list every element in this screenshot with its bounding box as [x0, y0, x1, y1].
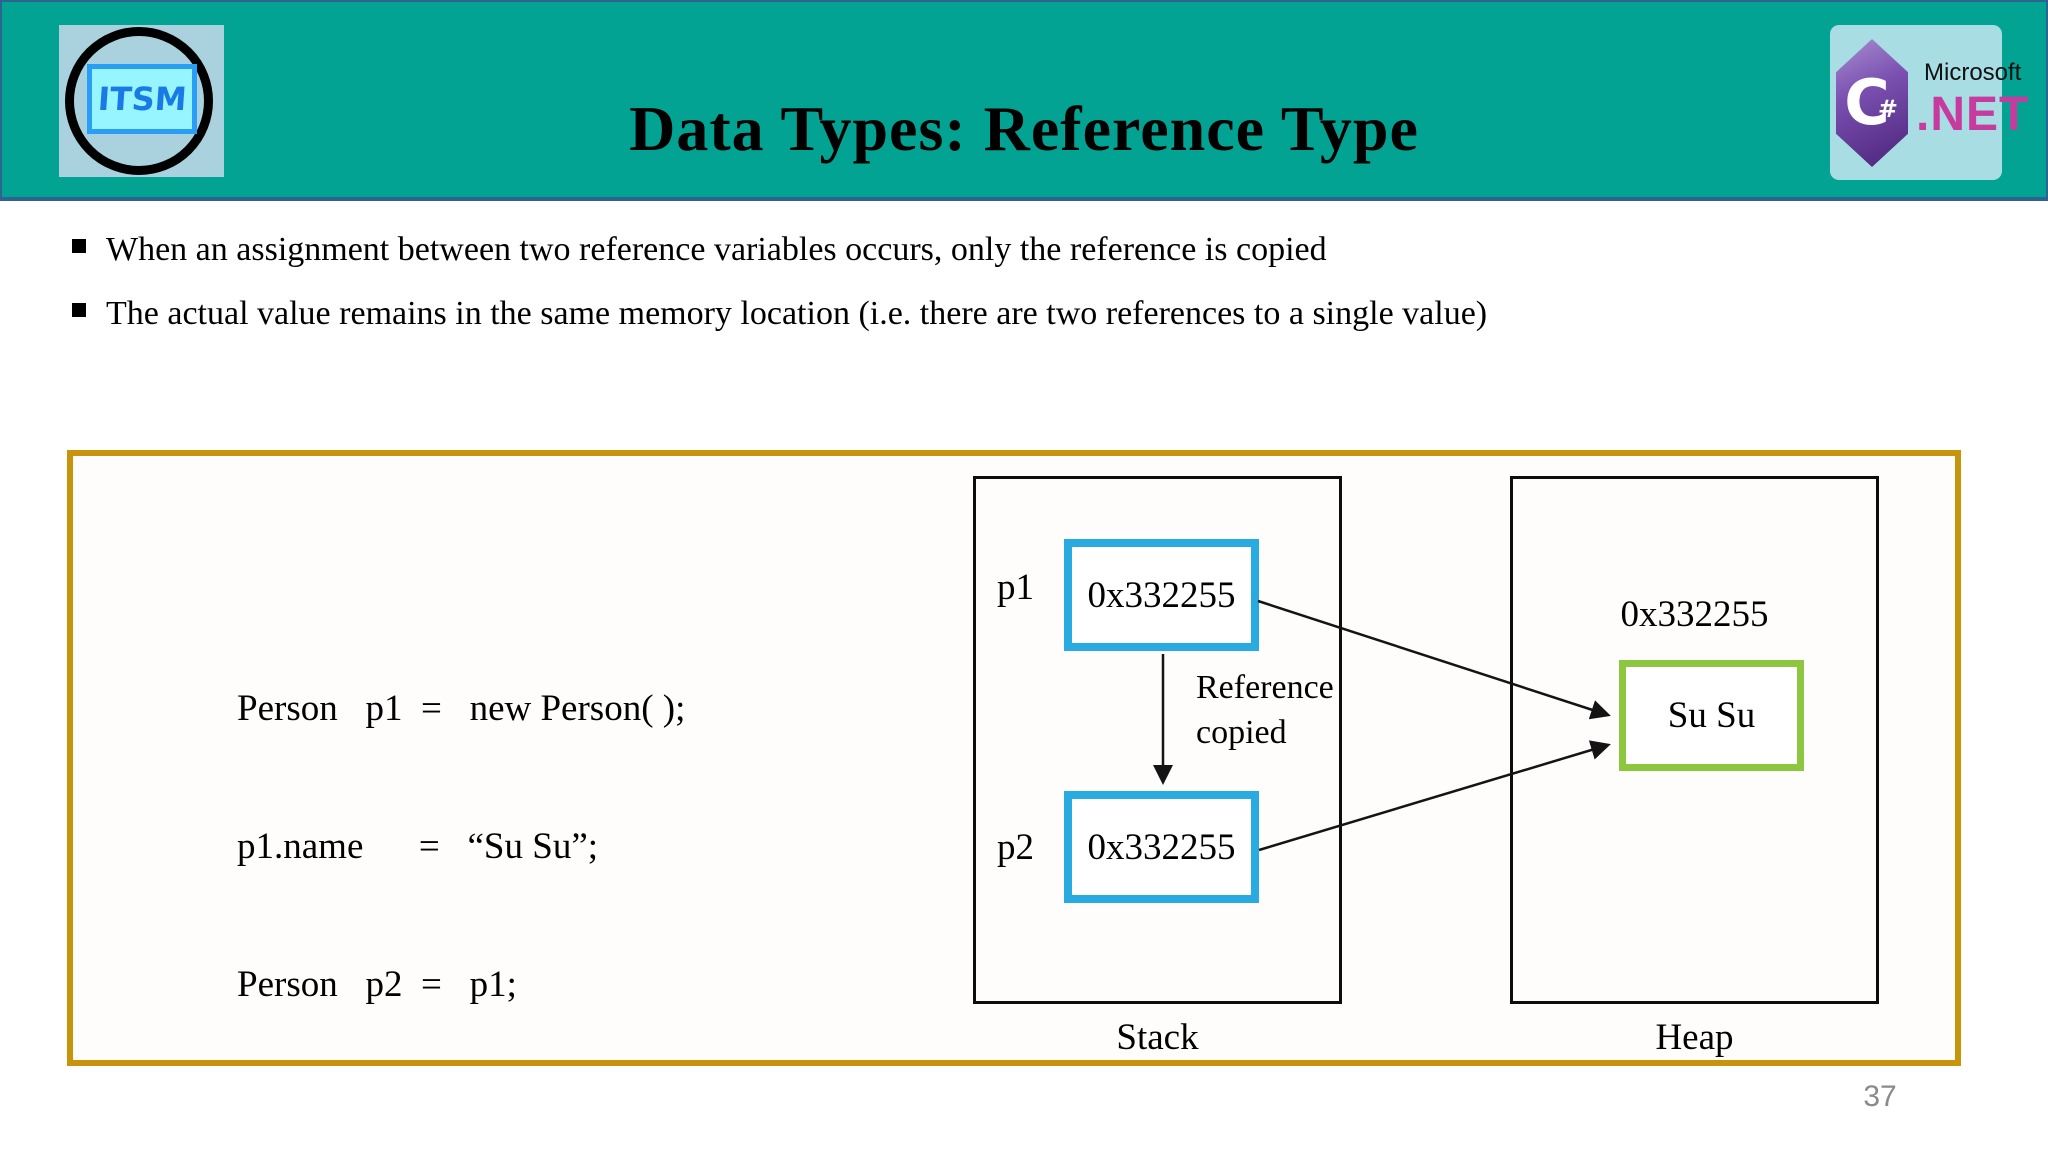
heap-box: [1510, 476, 1879, 1004]
page-number: 37: [1863, 1080, 1897, 1113]
page-title: Data Types: Reference Type: [629, 93, 1419, 164]
bullet-list: When an assignment between two reference…: [72, 230, 1872, 358]
heap-address: 0x332255: [1620, 594, 1769, 635]
code-block: Person p1 = new Person( ); p1.name = “Su…: [237, 594, 685, 1100]
ref-value-p1: 0x332255: [1087, 574, 1236, 616]
bullet-square-icon: [72, 302, 86, 317]
itsm-logo-badge: ITSM: [87, 64, 197, 134]
heap-value-box: Su Su: [1619, 660, 1804, 771]
ref-value-p2: 0x332255: [1087, 826, 1236, 868]
header-bar: ITSM Data Types: Reference Type C # Micr…: [0, 0, 2048, 201]
dotnet-logo: C # Microsoft .NET: [1830, 25, 2028, 180]
code-line: p1.name = “Su Su”;: [237, 826, 599, 867]
itsm-logo-circle-icon: [65, 27, 213, 175]
itsm-logo: ITSM: [59, 25, 224, 177]
var-label-p1: p1: [997, 567, 1034, 608]
bullet-text: The actual value remains in the same mem…: [106, 294, 1488, 332]
sharp-symbol: #: [1877, 95, 1898, 123]
ref-box-p1: 0x332255: [1064, 539, 1259, 651]
bullet-text: When an assignment between two reference…: [106, 231, 1327, 268]
stack-label: Stack: [1116, 1017, 1199, 1058]
bullet-square-icon: [72, 239, 86, 253]
heap-label: Heap: [1655, 1017, 1734, 1058]
var-label-p2: p2: [997, 827, 1034, 868]
bullet-item: The actual value remains in the same mem…: [72, 294, 1872, 335]
stack-box: [973, 476, 1342, 1004]
dotnet-label: .NET: [1916, 88, 2030, 141]
bullet-item: When an assignment between two reference…: [72, 230, 1872, 271]
csharp-letter: C: [1844, 66, 1890, 139]
heap-value-text: Su Su: [1667, 695, 1756, 736]
csharp-hexagon-icon: C #: [1836, 39, 1908, 167]
ref-box-p2: 0x332255: [1064, 791, 1259, 903]
code-line: Person p1 = new Person( );: [237, 688, 686, 729]
reference-copied-label: Reference copied: [1196, 669, 1334, 751]
microsoft-label: Microsoft: [1924, 59, 2022, 86]
code-line: Person p2 = p1;: [237, 964, 517, 1005]
